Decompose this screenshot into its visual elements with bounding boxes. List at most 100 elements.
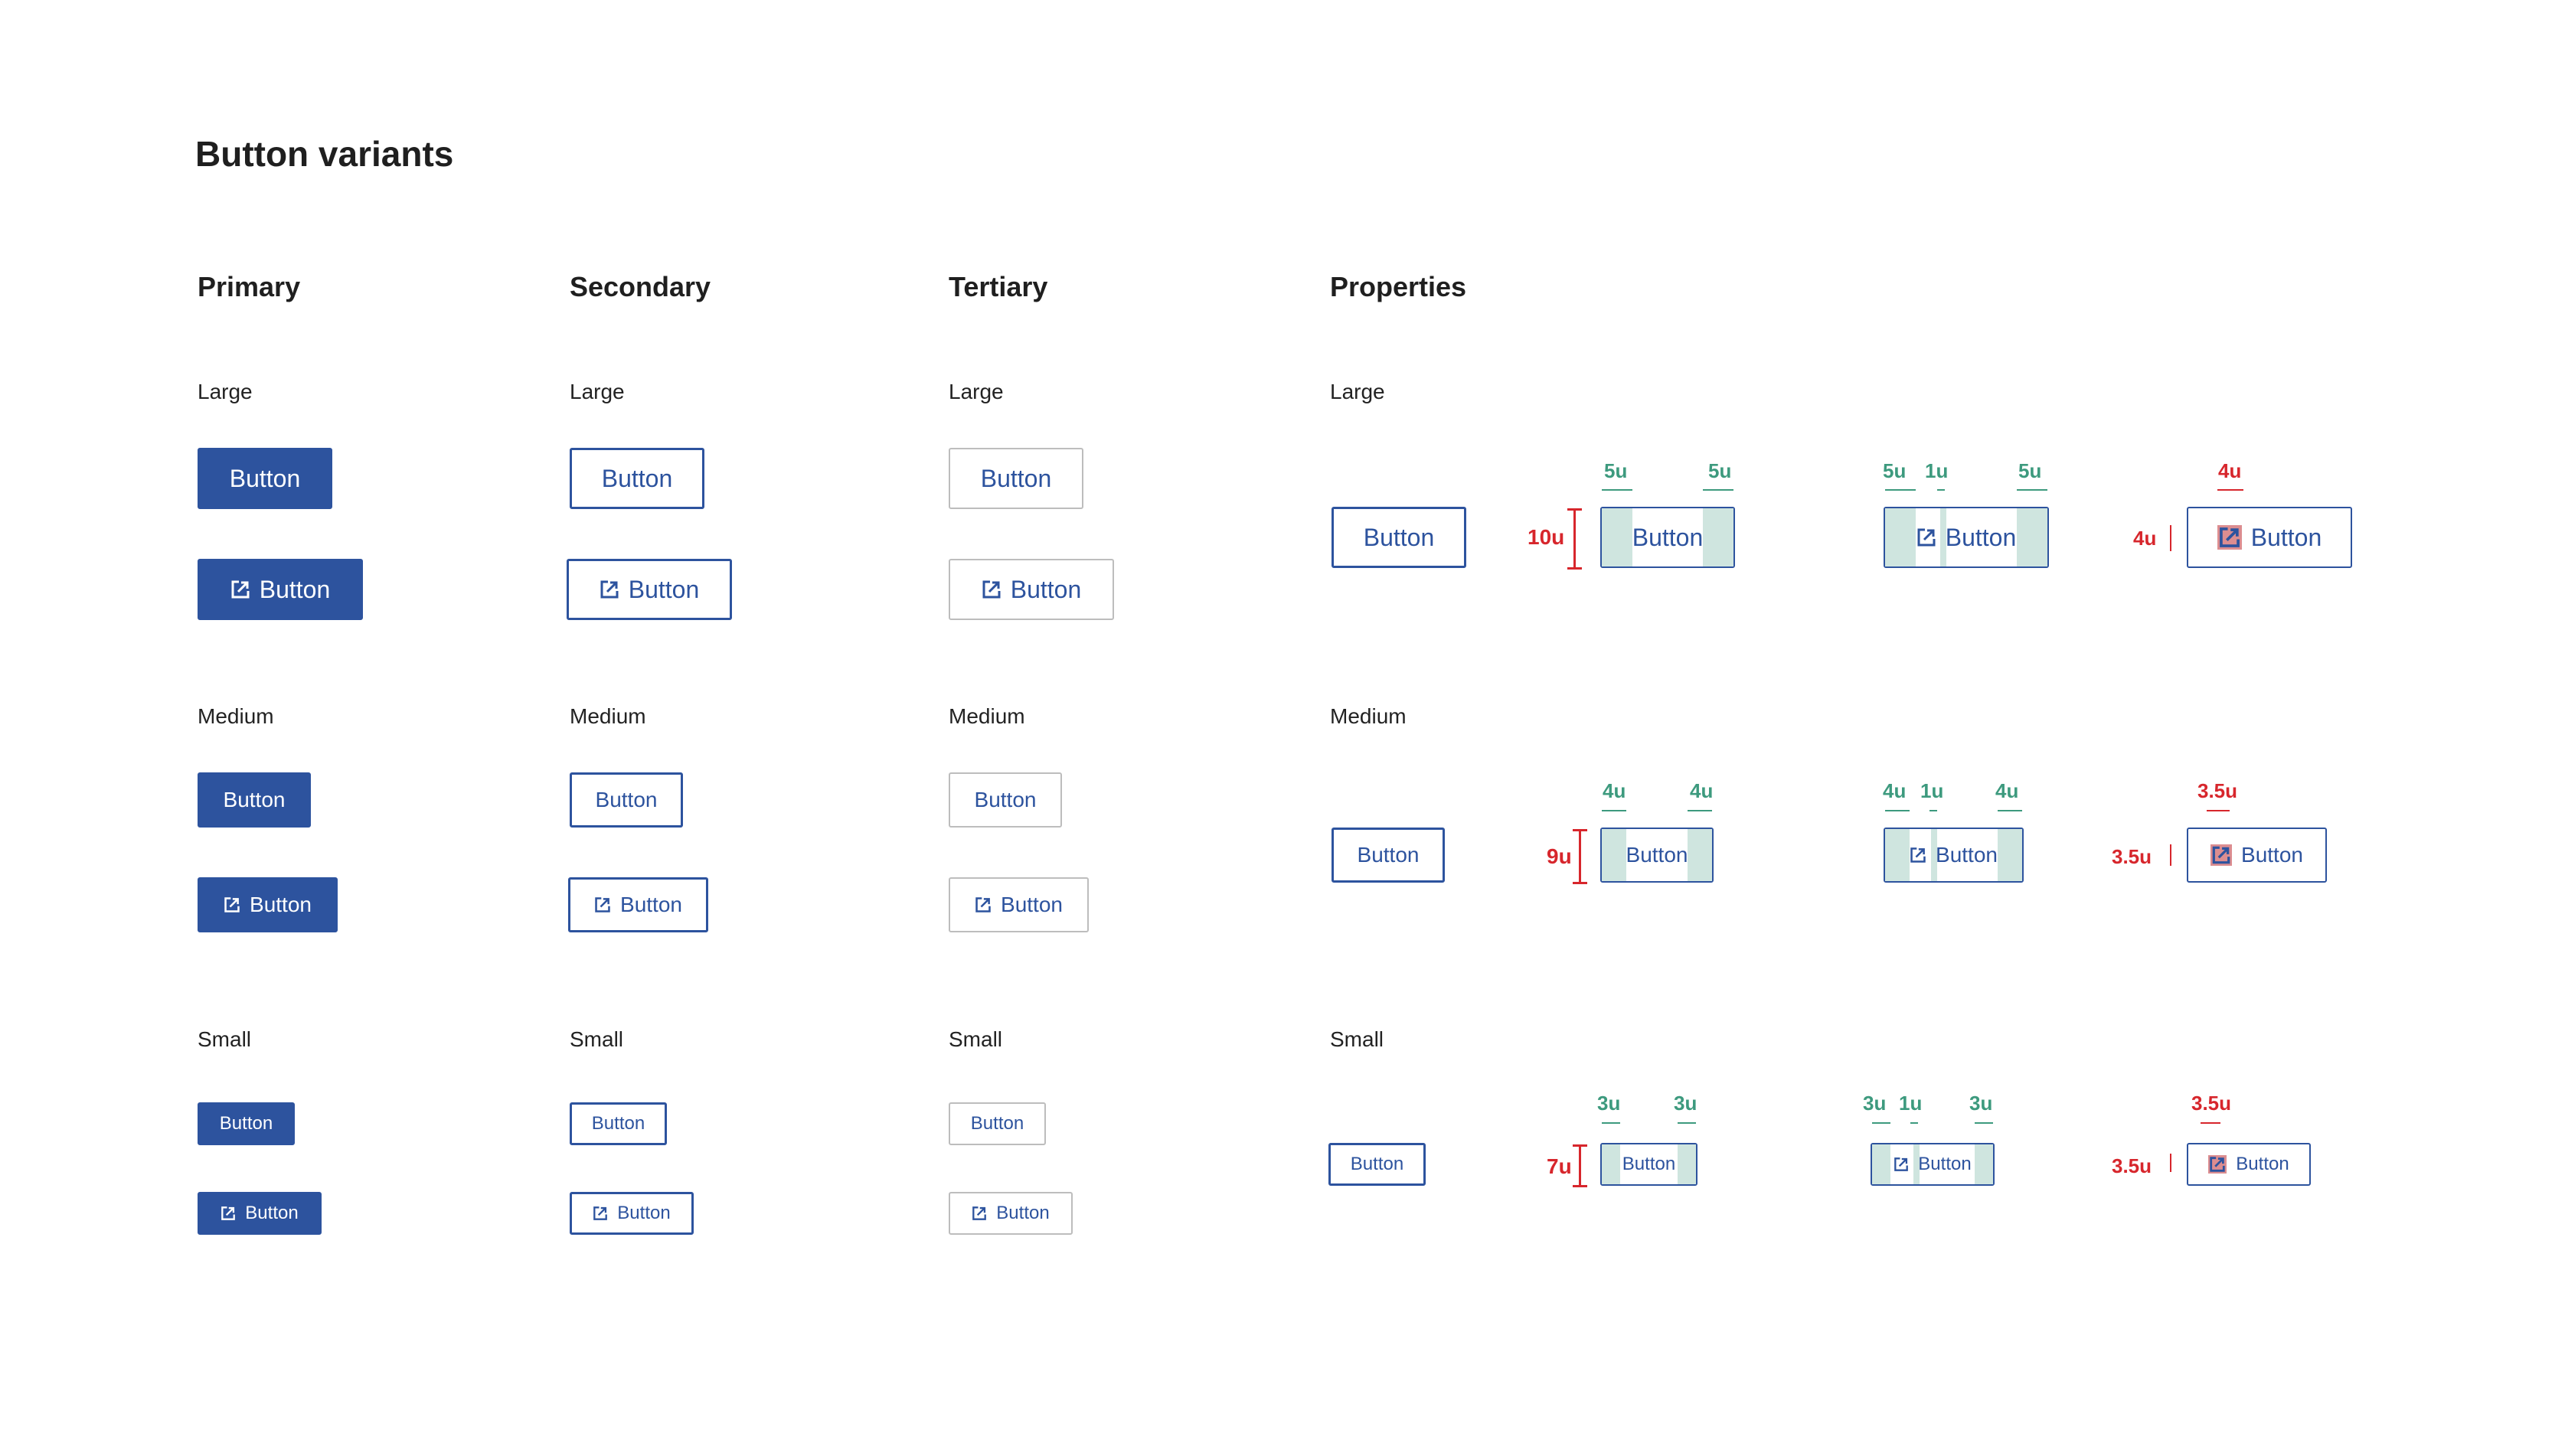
external-link-icon — [1916, 527, 1936, 547]
tertiary-large-icon-button[interactable]: Button — [949, 559, 1114, 620]
properties-small-icon-spacing-button: Button — [1871, 1143, 1995, 1186]
button-label: Button — [1626, 843, 1688, 867]
padding-right-label: 3u — [1969, 1092, 1993, 1115]
secondary-large-icon-button[interactable]: Button — [567, 559, 732, 620]
external-link-icon — [2210, 844, 2233, 866]
gap-label: 1u — [1899, 1092, 1923, 1115]
size-label-medium: Medium — [1330, 704, 1407, 728]
padding-dimension-line — [2017, 489, 2047, 491]
button-label: Button — [970, 1113, 1024, 1134]
padding-dimension-line — [1602, 810, 1626, 811]
padding-highlight-right — [1678, 1144, 1696, 1184]
padding-highlight-left — [1885, 508, 1916, 566]
height-dimension-cap — [1567, 508, 1582, 511]
secondary-large-button[interactable]: Button — [570, 448, 704, 509]
size-label-small: Small — [570, 1027, 624, 1051]
padding-highlight-left — [1602, 1144, 1620, 1184]
padding-highlight-right — [1703, 508, 1733, 566]
padding-highlight-right — [1975, 1144, 1993, 1184]
external-link-icon — [975, 896, 992, 913]
padding-highlight-left — [1872, 1144, 1890, 1184]
primary-small-icon-button[interactable]: Button — [198, 1192, 322, 1235]
button-label: Button — [1363, 523, 1435, 551]
button-label: Button — [601, 464, 673, 492]
padding-left-label: 3u — [1863, 1092, 1887, 1115]
height-dimension-line — [1573, 508, 1576, 570]
icon-width-label: 3.5u — [2197, 779, 2238, 802]
padding-right-label: 3u — [1674, 1092, 1697, 1115]
secondary-medium-button[interactable]: Button — [570, 772, 683, 828]
properties-medium-icon-spacing-button: Button — [1884, 828, 2024, 883]
column-heading-primary: Primary — [198, 271, 301, 302]
external-link-icon — [2217, 525, 2242, 550]
padding-right-label: 4u — [1995, 779, 2019, 802]
padding-left-label: 5u — [1883, 459, 1907, 482]
tertiary-medium-button[interactable]: Button — [949, 772, 1062, 828]
external-link-icon — [230, 579, 250, 599]
padding-highlight-left — [1602, 829, 1626, 881]
button-label: Button — [1001, 893, 1063, 916]
padding-dimension-line — [1703, 489, 1733, 491]
secondary-medium-icon-button[interactable]: Button — [568, 877, 708, 932]
external-link-icon — [1894, 1157, 1909, 1172]
properties-small-button[interactable]: Button — [1328, 1143, 1426, 1186]
button-label: Button — [1936, 843, 1998, 867]
external-link-icon — [2208, 1155, 2227, 1174]
primary-small-button[interactable]: Button — [198, 1102, 295, 1145]
padding-highlight-right — [1688, 829, 1712, 881]
button-label: Button — [1357, 843, 1420, 867]
external-link-icon — [982, 579, 1001, 599]
button-label: Button — [2236, 1154, 2289, 1174]
size-label-small: Small — [1330, 1027, 1384, 1051]
size-label-large: Large — [1330, 380, 1385, 403]
height-dimension-cap — [1573, 882, 1587, 884]
padding-dimension-line — [1998, 810, 2022, 811]
properties-large-button[interactable]: Button — [1332, 507, 1466, 568]
padding-right-label: 5u — [1708, 459, 1732, 482]
size-label-large: Large — [198, 380, 253, 403]
padding-highlight-right — [1998, 829, 2022, 881]
primary-medium-button[interactable]: Button — [198, 772, 311, 828]
tertiary-small-icon-button[interactable]: Button — [949, 1192, 1073, 1235]
button-label: Button — [1945, 523, 2017, 551]
column-heading-secondary: Secondary — [570, 271, 711, 302]
primary-large-button[interactable]: Button — [198, 448, 332, 509]
button-label: Button — [628, 575, 700, 603]
size-label-small: Small — [198, 1027, 252, 1051]
secondary-small-button[interactable]: Button — [570, 1102, 667, 1145]
external-link-icon — [224, 896, 240, 913]
button-label: Button — [250, 893, 312, 916]
properties-large-icon-size-button: Button — [2187, 507, 2352, 568]
tertiary-medium-icon-button[interactable]: Button — [949, 877, 1089, 932]
gap-dimension-line — [1929, 810, 1937, 811]
size-label-medium: Medium — [570, 704, 646, 728]
height-dimension-line — [1579, 829, 1581, 884]
external-link-icon — [600, 579, 619, 599]
size-label-medium: Medium — [198, 704, 274, 728]
height-dimension-cap — [1573, 829, 1587, 831]
height-dimension-line — [1579, 1144, 1581, 1187]
primary-large-icon-button[interactable]: Button — [198, 559, 363, 620]
button-label: Button — [617, 1203, 671, 1223]
padding-highlight-right — [2017, 508, 2047, 566]
button-label: Button — [974, 788, 1037, 811]
external-link-icon — [593, 1206, 608, 1221]
icon-height-label: 4u — [2133, 527, 2157, 550]
button-label: Button — [259, 575, 331, 603]
properties-large-padding-button: Button — [1600, 507, 1735, 568]
padding-left-label: 4u — [1883, 779, 1907, 802]
external-link-icon — [221, 1206, 236, 1221]
gap-highlight — [1940, 508, 1946, 566]
icon-width-dimension-line — [2217, 489, 2243, 491]
secondary-small-icon-button[interactable]: Button — [570, 1192, 694, 1235]
tertiary-small-button[interactable]: Button — [949, 1102, 1046, 1145]
button-label: Button — [219, 1113, 273, 1134]
primary-medium-icon-button[interactable]: Button — [198, 877, 338, 932]
properties-medium-button[interactable]: Button — [1332, 828, 1445, 883]
properties-small-padding-button: Button — [1600, 1143, 1697, 1186]
padding-dimension-line — [1885, 489, 1916, 491]
button-label: Button — [223, 788, 286, 811]
tertiary-large-button[interactable]: Button — [949, 448, 1083, 509]
icon-height-dimension-line — [2170, 525, 2171, 551]
size-label-large: Large — [570, 380, 625, 403]
